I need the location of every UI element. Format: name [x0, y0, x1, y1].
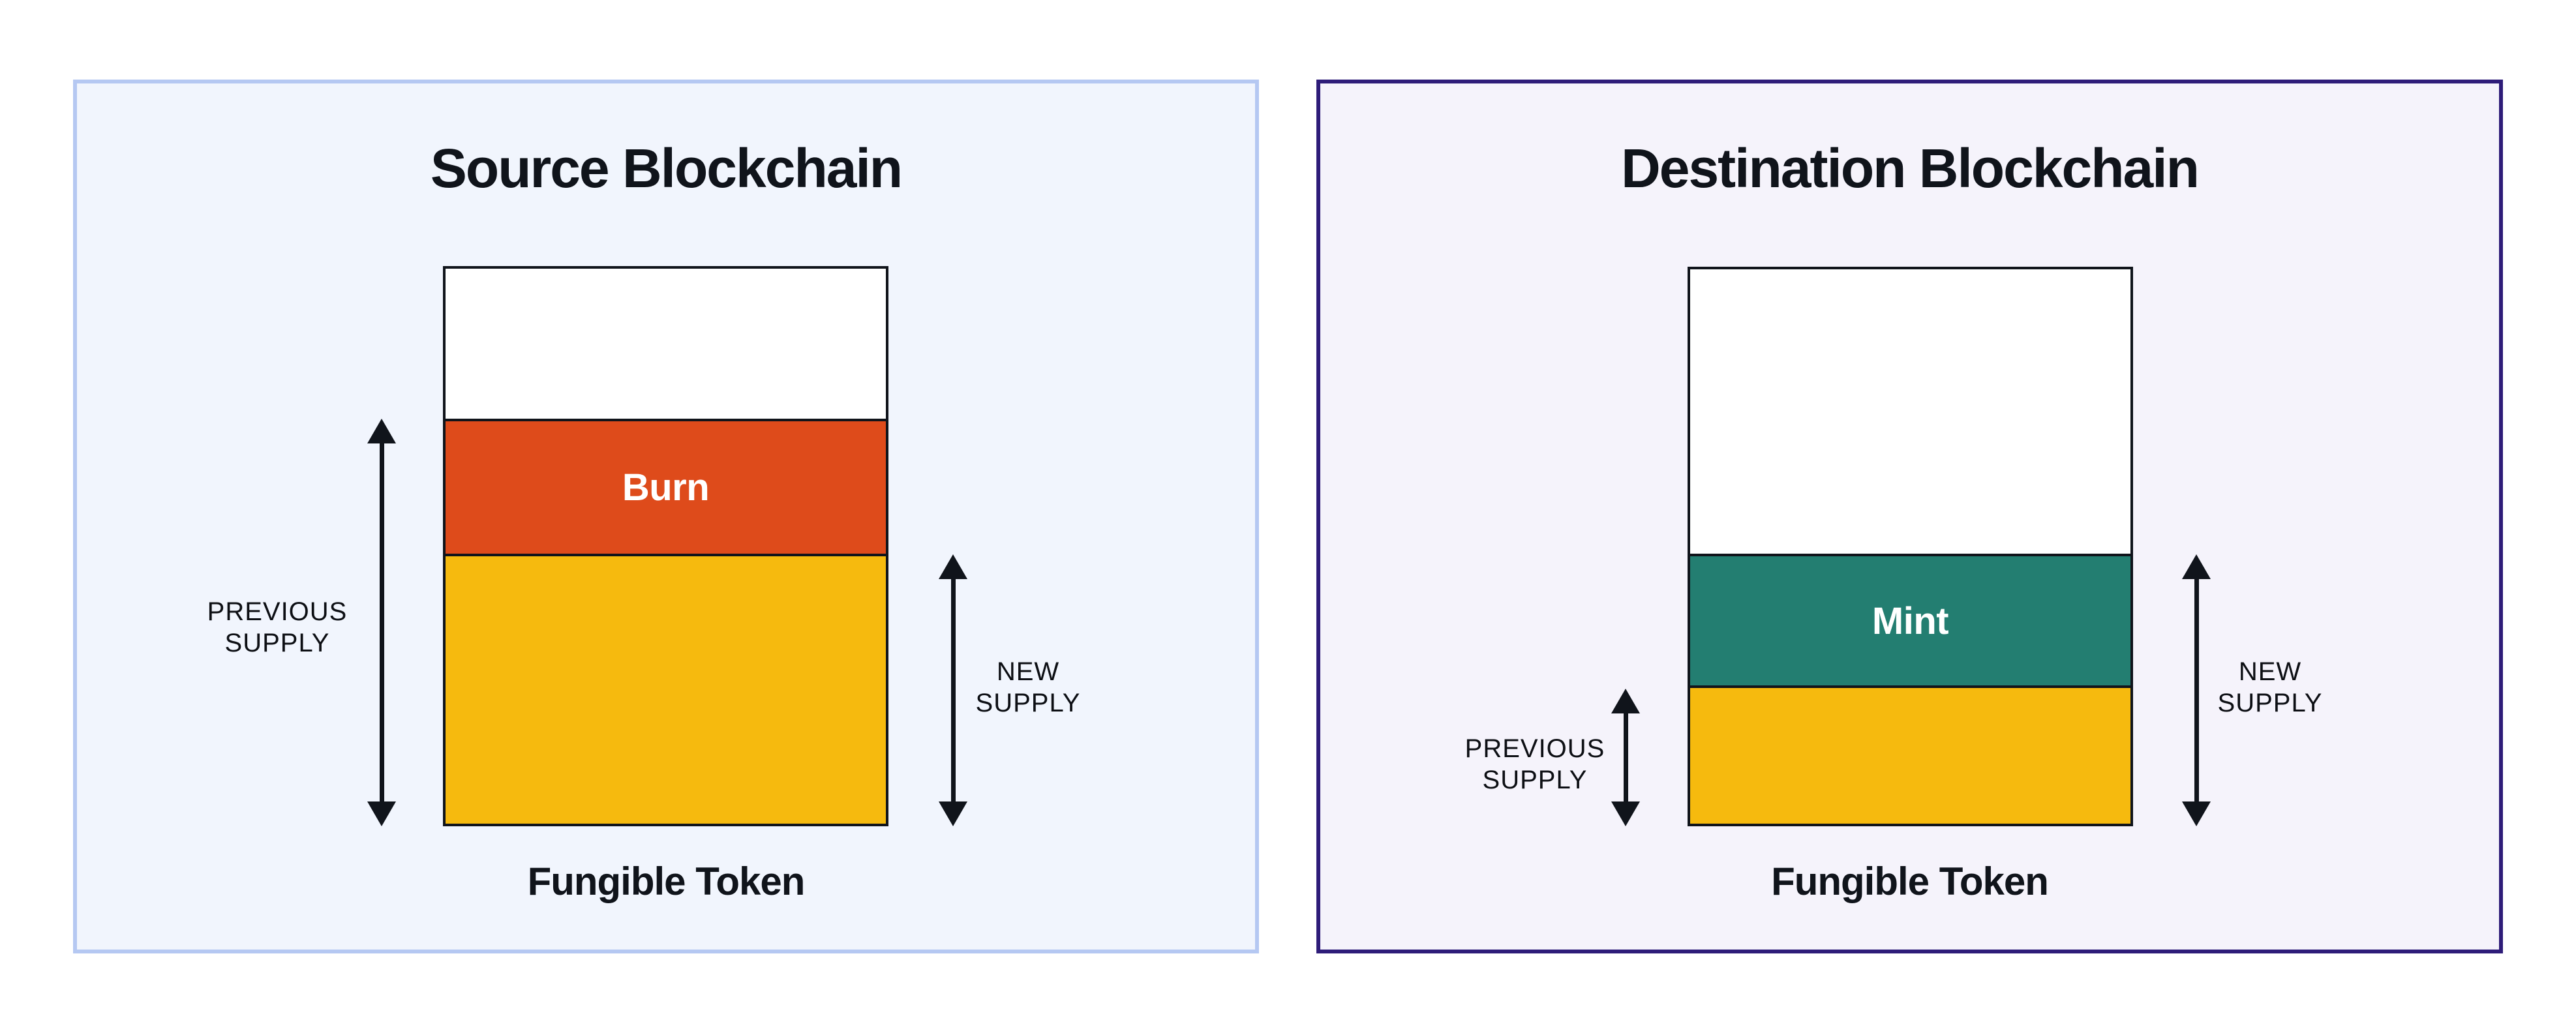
- source-segment-burn: Burn: [446, 419, 886, 554]
- previous-supply-line1: PREVIOUS: [207, 597, 348, 626]
- destination-token-footer: Fungible Token: [1771, 860, 2049, 903]
- arrow-line: [1623, 713, 1628, 801]
- destination-segment-unissued: [1690, 269, 2130, 554]
- source-previous-supply-arrow: [367, 419, 396, 826]
- burn-label: Burn: [622, 466, 710, 509]
- arrow-line: [379, 443, 384, 801]
- new-supply-line1: NEW: [996, 657, 1060, 686]
- destination-previous-supply-arrow: [1611, 689, 1640, 826]
- destination-blockchain-panel: Destination Blockchain Mint PREVIOUS SUP…: [1316, 80, 2503, 953]
- arrow-line: [950, 579, 956, 801]
- destination-panel-title: Destination Blockchain: [1621, 138, 2200, 199]
- arrowhead-up-icon: [939, 554, 967, 579]
- mint-label: Mint: [1871, 599, 1949, 642]
- destination-new-supply-label: NEW SUPPLY: [2172, 656, 2368, 719]
- source-panel-title: Source Blockchain: [430, 138, 903, 199]
- source-blockchain-panel: Source Blockchain Burn PREVIOUS SUPPLY N…: [73, 80, 1259, 953]
- arrowhead-up-icon: [2182, 554, 2211, 579]
- arrowhead-down-icon: [939, 801, 967, 826]
- source-new-supply-arrow: [939, 554, 967, 826]
- source-new-supply-label: NEW SUPPLY: [930, 656, 1126, 719]
- source-segment-remaining-supply: [446, 554, 886, 824]
- previous-supply-line2: SUPPLY: [1482, 766, 1588, 794]
- destination-token-bar: Mint: [1688, 267, 2133, 826]
- source-token-bar: Burn: [443, 266, 888, 826]
- arrowhead-down-icon: [367, 801, 396, 826]
- destination-new-supply-arrow: [2182, 554, 2211, 826]
- arrow-line: [2194, 579, 2199, 801]
- previous-supply-line1: PREVIOUS: [1464, 734, 1605, 763]
- new-supply-line1: NEW: [2238, 657, 2302, 686]
- destination-segment-mint: Mint: [1690, 554, 2130, 685]
- new-supply-line2: SUPPLY: [975, 689, 1081, 717]
- arrowhead-down-icon: [1611, 801, 1640, 826]
- source-token-footer: Fungible Token: [527, 860, 806, 903]
- new-supply-line2: SUPPLY: [2217, 689, 2323, 717]
- source-segment-unissued: [446, 269, 886, 419]
- arrowhead-up-icon: [367, 419, 396, 443]
- destination-previous-supply-label: PREVIOUS SUPPLY: [1417, 733, 1652, 796]
- previous-supply-line2: SUPPLY: [224, 629, 330, 657]
- arrowhead-up-icon: [1611, 689, 1640, 713]
- source-previous-supply-label: PREVIOUS SUPPLY: [160, 596, 395, 659]
- arrowhead-down-icon: [2182, 801, 2211, 826]
- destination-segment-previous-supply: [1690, 685, 2130, 824]
